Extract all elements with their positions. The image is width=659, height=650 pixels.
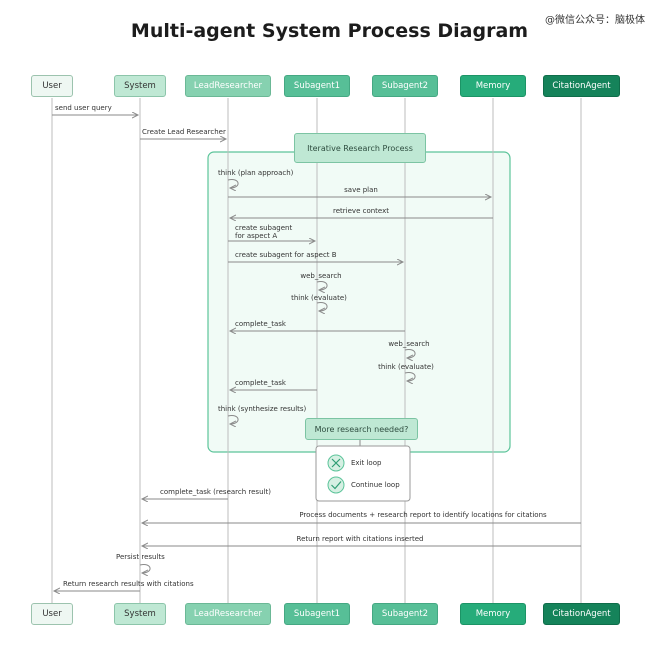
- actor-lead-researcher-top: LeadResearcher: [185, 75, 271, 97]
- msg-label-create-subagent-b: create subagent for aspect B: [235, 251, 337, 259]
- actor-subagent1-bottom: Subagent1: [284, 603, 350, 625]
- msg-label-create-subagent-a-1: create subagent: [235, 224, 293, 232]
- self-arrow-think-plan: [227, 178, 239, 188]
- self-arrow-think-evaluate-1: [316, 301, 328, 311]
- actor-system-bottom: System: [114, 603, 166, 625]
- msg-label-think-plan: think (plan approach): [218, 169, 294, 177]
- decision-box: More research needed?: [305, 418, 418, 440]
- msg-label-think-evaluate-1: think (evaluate): [291, 294, 347, 302]
- msg-label-persist-results: Persist results: [116, 553, 165, 561]
- actor-citation-agent-top: CitationAgent: [543, 75, 620, 97]
- msg-label-complete-task-result: complete_task (research result): [160, 488, 271, 496]
- msg-label-create-subagent-a-2: for aspect A: [235, 232, 278, 240]
- self-arrow-think-evaluate-2: [404, 371, 416, 381]
- msg-label-web-search-2: web_search: [388, 340, 430, 348]
- self-arrow-think-synthesize: [227, 414, 239, 424]
- continue-loop-label: Continue loop: [351, 481, 400, 489]
- msg-label-return-report: Return report with citations inserted: [296, 535, 424, 543]
- actor-memory-top: Memory: [460, 75, 526, 97]
- actor-lead-researcher-bottom: LeadResearcher: [185, 603, 271, 625]
- actor-subagent2-top: Subagent2: [372, 75, 438, 97]
- msg-label-create-lead: Create Lead Researcher: [142, 128, 226, 136]
- actor-citation-agent-bottom: CitationAgent: [543, 603, 620, 625]
- msg-label-complete-task-1: complete_task: [235, 320, 286, 328]
- watermark: @微信公众号：脑极体: [545, 15, 645, 26]
- msg-label-think-evaluate-2: think (evaluate): [378, 363, 434, 371]
- loop-title: Iterative Research Process: [294, 133, 426, 163]
- msg-label-retrieve-context: retrieve context: [333, 207, 389, 215]
- msg-label-send-query: send user query: [55, 104, 112, 112]
- msg-label-complete-task-2: complete_task: [235, 379, 286, 387]
- decision-options-box: [315, 445, 411, 502]
- exit-loop-icon: [327, 454, 345, 472]
- msg-label-web-search-1: web_search: [300, 272, 342, 280]
- self-arrow-web-search-1: [316, 280, 328, 290]
- actor-memory-bottom: Memory: [460, 603, 526, 625]
- actor-subagent1-top: Subagent1: [284, 75, 350, 97]
- self-arrow-persist-results: [139, 563, 151, 573]
- page-title: Multi-agent System Process Diagram: [130, 20, 529, 42]
- continue-loop-icon: [327, 476, 345, 494]
- msg-label-save-plan: save plan: [344, 186, 378, 194]
- msg-label-think-synthesize: think (synthesize results): [218, 405, 307, 413]
- exit-loop-label: Exit loop: [351, 459, 382, 467]
- actor-user-bottom: User: [31, 603, 73, 625]
- lifelines: [51, 98, 582, 603]
- actor-system-top: System: [114, 75, 166, 97]
- actor-subagent2-bottom: Subagent2: [372, 603, 438, 625]
- actor-user-top: User: [31, 75, 73, 97]
- msg-label-process-documents: Process documents + research report to i…: [299, 511, 547, 519]
- self-arrow-web-search-2: [404, 348, 416, 358]
- msg-label-return-results: Return research results with citations: [63, 580, 194, 588]
